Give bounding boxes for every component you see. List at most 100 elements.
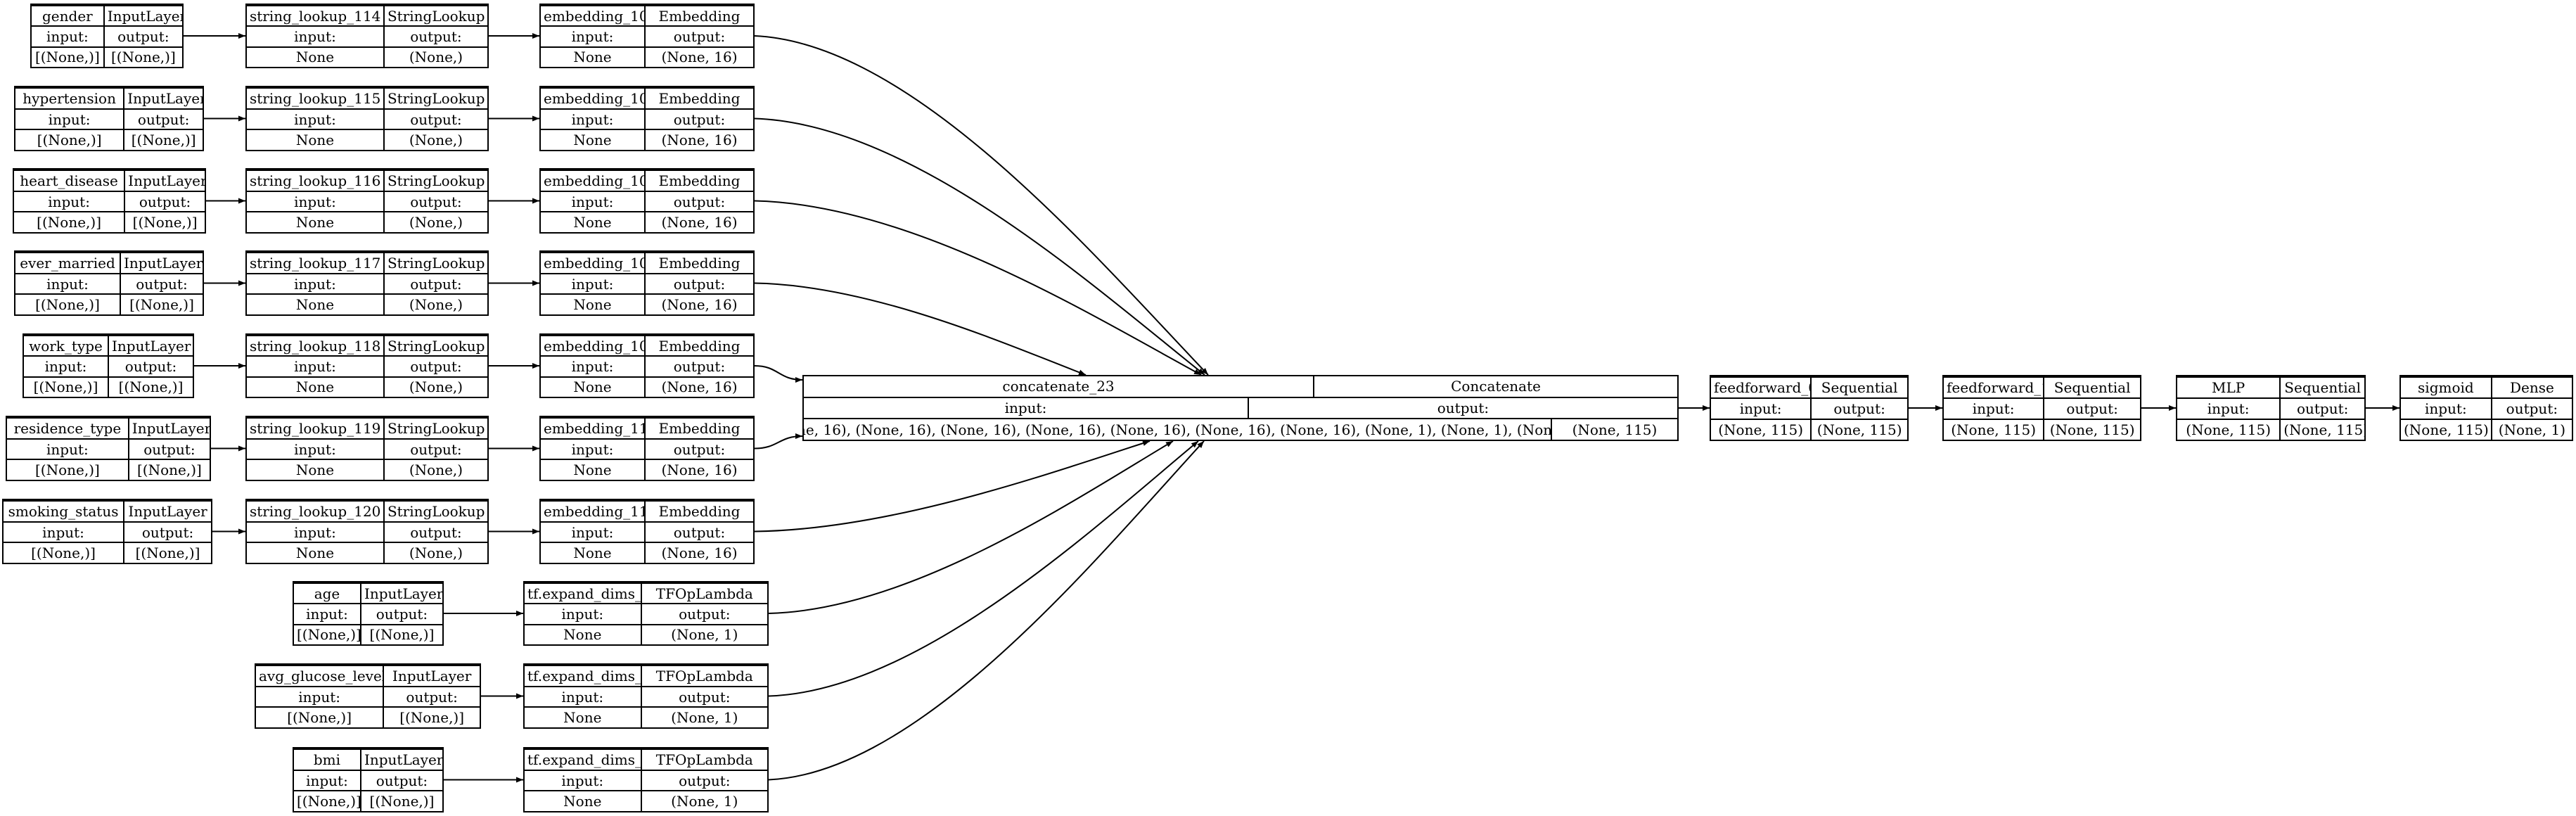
input-label: input:	[1711, 397, 1812, 421]
layer-name: string_lookup_120	[247, 500, 385, 523]
output-label: output:	[2043, 397, 2140, 421]
input-shape: None	[247, 459, 385, 480]
layer-name: feedforward_0	[1711, 376, 1812, 400]
output-shape: (None, 115)	[2043, 419, 2140, 440]
edge-ex47-to-concat	[768, 440, 1205, 781]
layer-name: sigmoid	[2401, 376, 2492, 400]
input-shape: None	[541, 46, 646, 67]
input-label: input:	[541, 25, 646, 48]
input-label: input:	[7, 438, 129, 461]
input-shape: None	[541, 376, 646, 397]
output-shape: (None, 16)	[643, 459, 753, 480]
input-label: input:	[541, 190, 646, 213]
layer-type: StringLookup	[383, 417, 487, 440]
output-label: output:	[123, 521, 211, 544]
layer-name: embedding_110	[541, 417, 646, 440]
layer-type: TFOpLambda	[640, 748, 767, 771]
output-shape: [(None,)]	[123, 542, 211, 563]
input-label: input:	[2177, 397, 2281, 421]
layer-name: ever_married	[15, 252, 121, 274]
layer-type: InputLayer	[119, 252, 203, 274]
output-label: output:	[643, 108, 753, 131]
output-shape: (None, 115)	[1550, 419, 1677, 440]
output-shape: (None,)	[383, 376, 487, 397]
layer-name: embedding_106	[541, 87, 646, 110]
input-shape: [(None,)]	[32, 46, 105, 67]
layer-type: Concatenate	[1313, 376, 1677, 397]
output-shape: [(None,)]	[124, 211, 205, 232]
input-label: input:	[541, 108, 646, 131]
input-shape: None	[541, 129, 646, 150]
layer-type: StringLookup	[383, 252, 487, 274]
input-shape: [(None,)]	[14, 211, 126, 232]
layer-type: Embedding	[643, 334, 753, 357]
input-shape: None	[247, 129, 385, 150]
layer-name: tf.expand_dims_46	[525, 665, 642, 687]
input-label: input:	[525, 603, 642, 625]
layer-type: InputLayer	[108, 334, 193, 357]
input-label: input:	[2401, 397, 2492, 421]
input-shape: [(None,)]	[24, 376, 109, 397]
output-label: output:	[640, 769, 767, 792]
layer-type: StringLookup	[383, 170, 487, 192]
output-shape: (None, 1)	[2490, 419, 2572, 440]
input-shape: None	[541, 293, 646, 314]
output-label: output:	[383, 272, 487, 295]
output-shape: [(None,)]	[127, 459, 210, 480]
input-label: input:	[294, 769, 361, 792]
output-shape: (None, 16)	[643, 211, 753, 232]
output-label: output:	[383, 25, 487, 48]
layer-name: tf.expand_dims_47	[525, 748, 642, 771]
output-label: output:	[2279, 397, 2364, 421]
input-shape: [(None, 16), (None, 16), (None, 16), (No…	[804, 421, 1551, 438]
input-shape: None	[541, 542, 646, 563]
input-shape: None	[247, 542, 385, 563]
input-label: input:	[32, 25, 105, 48]
input-shape: None	[247, 293, 385, 314]
output-shape: (None,)	[383, 211, 487, 232]
output-shape: [(None,)]	[103, 46, 182, 67]
output-label: output:	[359, 769, 442, 792]
layer-type: InputLayer	[123, 500, 211, 523]
output-label: output:	[1247, 397, 1677, 419]
layer-type: InputLayer	[103, 4, 182, 27]
input-shape: None	[525, 790, 642, 811]
input-shape: [(None,)]	[7, 459, 129, 480]
input-label: input:	[247, 272, 385, 295]
output-label: output:	[643, 272, 753, 295]
layer-type: InputLayer	[124, 170, 205, 192]
layer-name: concatenate_23	[1002, 378, 1115, 395]
edge-em107-to-concat	[754, 200, 1202, 376]
layer-type: StringLookup	[383, 87, 487, 110]
layer-name: heart_disease	[14, 170, 126, 192]
input-label: input:	[247, 108, 385, 131]
output-label: output:	[383, 438, 487, 461]
input-shape: [(None,)]	[256, 706, 385, 727]
input-shape: None	[247, 211, 385, 232]
layer-type: Dense	[2490, 376, 2572, 400]
layer-name: embedding_108	[541, 252, 646, 274]
output-label: output:	[359, 603, 442, 625]
output-label: output:	[108, 355, 193, 378]
layer-name: tf.expand_dims_45	[525, 582, 642, 605]
output-label: output:	[119, 272, 203, 295]
layer-name: string_lookup_118	[247, 334, 385, 357]
layer-name: embedding_111	[541, 500, 646, 523]
layer-node-em106: embedding_106Embeddinginput:output:None(…	[539, 86, 755, 151]
output-shape: (None, 1)	[640, 706, 767, 727]
input-shape: [(None,)]	[294, 623, 361, 644]
layer-type: InputLayer	[359, 582, 442, 605]
layer-type: Sequential	[2279, 376, 2364, 400]
output-label: output:	[383, 108, 487, 131]
input-label: input:	[247, 438, 385, 461]
layer-name: avg_glucose_level	[256, 665, 385, 687]
